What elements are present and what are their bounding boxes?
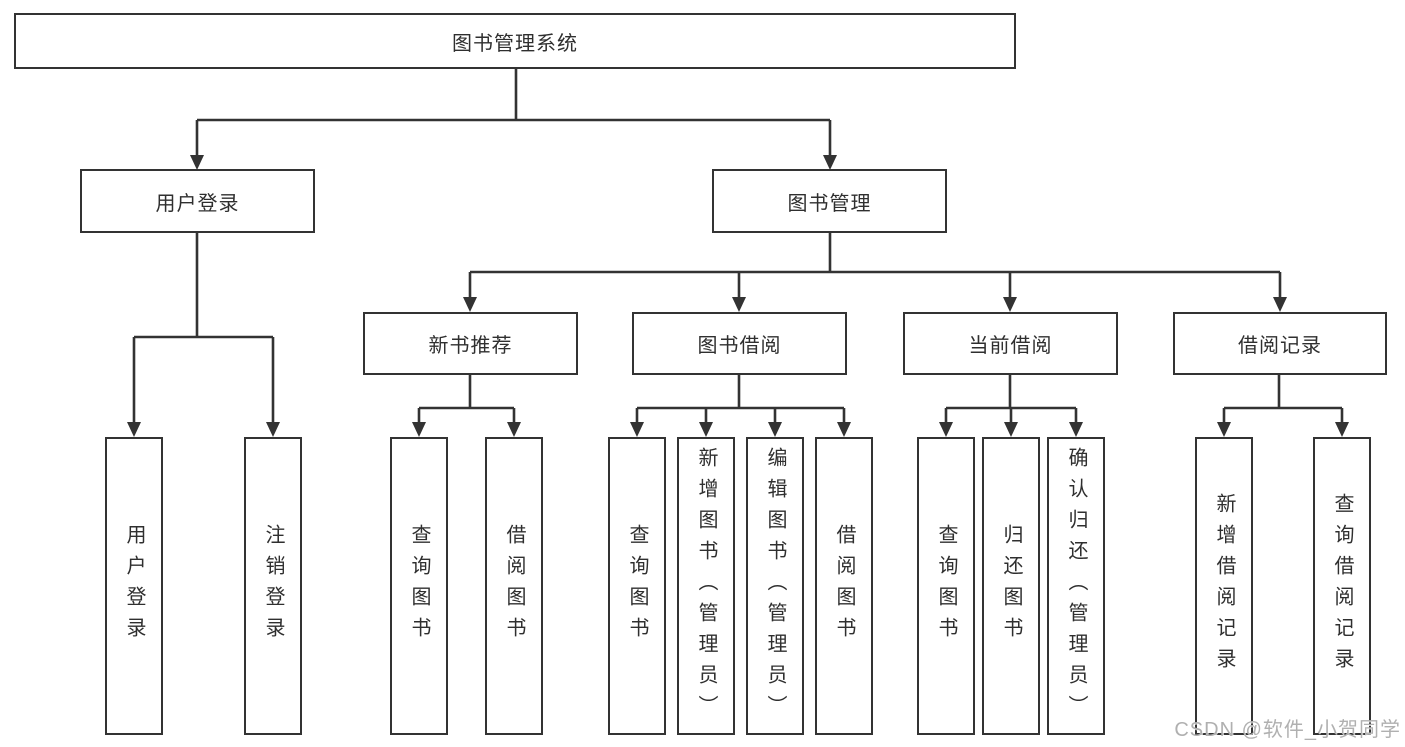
node-current-search: 查询图书 bbox=[917, 437, 975, 735]
node-borrowing-records: 借阅记录 bbox=[1173, 312, 1387, 375]
node-borrowing-edit-admin-label: 编辑图书（管理员） bbox=[764, 446, 786, 726]
node-current-return-label: 归还图书 bbox=[1000, 524, 1022, 648]
node-newbooks-search-label: 查询图书 bbox=[408, 524, 430, 648]
node-login-label: 用户登录 bbox=[123, 524, 145, 648]
node-borrowing-search: 查询图书 bbox=[608, 437, 666, 735]
node-new-book-recommend: 新书推荐 bbox=[363, 312, 578, 375]
node-book-management-label: 图书管理 bbox=[787, 192, 872, 215]
node-borrowing-borrow: 借阅图书 bbox=[815, 437, 873, 735]
node-root-label: 图书管理系统 bbox=[452, 32, 578, 55]
node-current-borrowing-label: 当前借阅 bbox=[968, 335, 1053, 357]
node-borrowing-add-admin: 新增图书（管理员） bbox=[677, 437, 735, 735]
node-newbooks-borrow: 借阅图书 bbox=[485, 437, 543, 735]
node-user-login-label: 用户登录 bbox=[155, 192, 240, 215]
node-user-login: 用户登录 bbox=[80, 169, 315, 233]
node-book-management: 图书管理 bbox=[712, 169, 947, 233]
node-borrowing-search-label: 查询图书 bbox=[626, 524, 648, 648]
node-current-borrowing: 当前借阅 bbox=[903, 312, 1118, 375]
node-borrowing-borrow-label: 借阅图书 bbox=[833, 524, 855, 648]
node-records-search-label: 查询借阅记录 bbox=[1331, 493, 1353, 679]
node-records-add-label: 新增借阅记录 bbox=[1213, 493, 1235, 679]
node-login: 用户登录 bbox=[105, 437, 163, 735]
node-borrowing-records-label: 借阅记录 bbox=[1238, 335, 1322, 357]
node-current-return: 归还图书 bbox=[982, 437, 1040, 735]
node-newbooks-search: 查询图书 bbox=[390, 437, 448, 735]
node-book-borrowing-label: 图书借阅 bbox=[697, 335, 782, 357]
node-records-add: 新增借阅记录 bbox=[1195, 437, 1253, 735]
node-root: 图书管理系统 bbox=[14, 13, 1016, 69]
node-newbooks-borrow-label: 借阅图书 bbox=[503, 524, 525, 648]
node-current-confirm-return-admin: 确认归还（管理员） bbox=[1047, 437, 1105, 735]
node-borrowing-add-admin-label: 新增图书（管理员） bbox=[695, 446, 717, 726]
node-new-book-recommend-label: 新书推荐 bbox=[428, 335, 513, 357]
node-borrowing-edit-admin: 编辑图书（管理员） bbox=[746, 437, 804, 735]
node-logout: 注销登录 bbox=[244, 437, 302, 735]
watermark: CSDN @软件_小贺同学 bbox=[1174, 719, 1401, 741]
node-current-search-label: 查询图书 bbox=[935, 524, 957, 648]
node-records-search: 查询借阅记录 bbox=[1313, 437, 1371, 735]
node-book-borrowing: 图书借阅 bbox=[632, 312, 847, 375]
node-current-confirm-return-admin-label: 确认归还（管理员） bbox=[1065, 446, 1087, 726]
node-logout-label: 注销登录 bbox=[262, 524, 284, 648]
